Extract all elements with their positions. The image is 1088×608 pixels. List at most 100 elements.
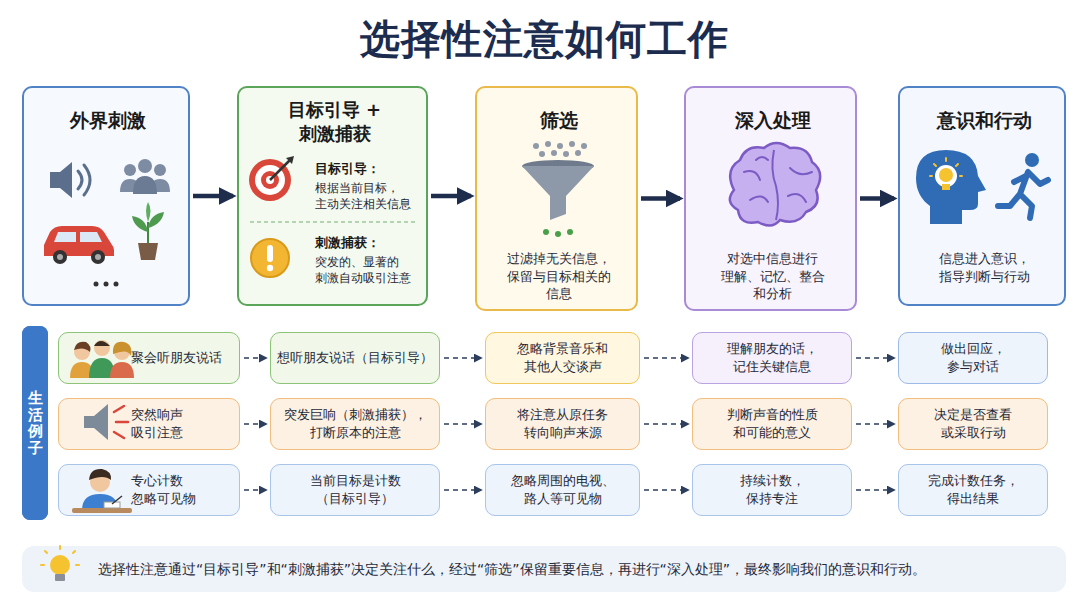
counting-boy-icon-part bbox=[112, 496, 122, 504]
example-box: 判断声音的性质 和可能的意义 bbox=[692, 398, 852, 450]
people-icon-part bbox=[124, 164, 136, 176]
funnel-icon-part-part bbox=[575, 150, 581, 156]
stage-box: 意识和行动信息进入意识， 指导判断与行动 bbox=[898, 86, 1066, 306]
plant-icon-part bbox=[132, 216, 148, 232]
stage-box: 深入处理对选中信息进行 理解、记忆、整合 和分析 bbox=[684, 86, 857, 311]
bulb-icon bbox=[41, 546, 79, 581]
dashed-arrow bbox=[244, 357, 266, 359]
friends-icon-part bbox=[94, 340, 110, 356]
runner-icon-part bbox=[1025, 153, 1039, 167]
example-box: 做出回应， 参与对话 bbox=[898, 332, 1048, 384]
funnel-icon-part-part bbox=[545, 141, 551, 147]
example-box: 当前目标是计数 （目标引导） bbox=[270, 464, 440, 516]
dashed-arrow bbox=[856, 423, 894, 425]
head-bulb-icon-part bbox=[939, 168, 953, 182]
funnel-icon-part-part bbox=[551, 150, 557, 156]
box-text: 当前目标是计数 （目标引导） bbox=[276, 472, 434, 507]
box-fill bbox=[485, 464, 640, 516]
box-text: 信息进入意识， 指导判断与行动 bbox=[924, 250, 1044, 285]
box-text: 将注意从原任务 转向响声来源 bbox=[503, 406, 623, 441]
friends-icon bbox=[70, 340, 134, 378]
box-fill bbox=[270, 464, 440, 516]
funnel-icon-part-part bbox=[581, 143, 587, 149]
counting-boy-icon-part bbox=[89, 469, 111, 480]
box-fill bbox=[58, 332, 240, 384]
funnel-icon-part bbox=[522, 166, 594, 220]
box-fill bbox=[58, 398, 240, 450]
funnel-icon bbox=[522, 141, 594, 237]
dashed-arrow bbox=[644, 489, 688, 491]
runner-icon-part bbox=[998, 172, 1048, 218]
dashed-arrow bbox=[444, 489, 481, 491]
box-fill bbox=[485, 332, 640, 384]
box-text: 专心计数 忽略可见物 bbox=[131, 472, 227, 507]
dashed-arrow bbox=[856, 357, 894, 359]
box-text: 持续计数， 保持专注 bbox=[716, 472, 828, 507]
box-fill bbox=[692, 398, 852, 450]
ellipsis-dots bbox=[94, 282, 119, 287]
box-text: 对选中信息进行 理解、记忆、整合 和分析 bbox=[713, 250, 833, 303]
speaker-icon-part bbox=[50, 162, 72, 198]
ellipsis-dots-part bbox=[94, 282, 99, 287]
brain-icon-part bbox=[730, 143, 820, 226]
stage-box: 筛选过滤掉无关信息， 保留与目标相关的 信息 bbox=[475, 86, 638, 311]
stage-box: 外界刺激 bbox=[22, 86, 190, 306]
loud-speaker-icon-part bbox=[114, 406, 128, 438]
alert-icon-part bbox=[267, 265, 273, 271]
dashed-arrow bbox=[444, 357, 481, 359]
ellipsis-dots-part bbox=[104, 282, 109, 287]
head-bulb-icon bbox=[916, 150, 986, 224]
target-icon-part bbox=[286, 156, 294, 164]
flow-arrow bbox=[641, 196, 680, 201]
box-text: 决定是否查看 或采取行动 bbox=[917, 406, 1029, 441]
alert-icon-part bbox=[251, 239, 289, 277]
box-heading: 筛选 bbox=[477, 108, 640, 134]
box-text: 完成计数任务， 得出结果 bbox=[917, 472, 1029, 507]
head-bulb-icon-part bbox=[930, 158, 962, 176]
box-text: 突然响声 吸引注意 bbox=[131, 406, 227, 441]
box-heading: 意识和行动 bbox=[900, 108, 1068, 134]
people-icon-part bbox=[133, 176, 157, 194]
people-icon-part bbox=[154, 164, 166, 176]
plant-icon-part bbox=[148, 212, 164, 228]
example-box: 持续计数， 保持专注 bbox=[692, 464, 852, 516]
box-fill bbox=[58, 464, 240, 516]
box-fill bbox=[485, 398, 640, 450]
example-box: 决定是否查看 或采取行动 bbox=[898, 398, 1048, 450]
dashed-arrow bbox=[244, 489, 266, 491]
box-fill bbox=[898, 398, 1048, 450]
funnel-icon-part-part bbox=[543, 229, 549, 235]
funnel-icon-part-part bbox=[539, 151, 545, 157]
people-icon-part bbox=[138, 159, 152, 173]
plant-icon bbox=[132, 202, 164, 260]
box-text: 根据当前目标， 主动关注相关信息 bbox=[315, 180, 423, 212]
example-box: 忽略背景音乐和 其他人交谈声 bbox=[485, 332, 640, 384]
bulb-icon-part bbox=[41, 546, 79, 565]
example-box: 将注意从原任务 转向响声来源 bbox=[485, 398, 640, 450]
box-heading: 深入处理 bbox=[686, 108, 859, 134]
separator-line bbox=[250, 221, 415, 223]
speaker-icon-part bbox=[84, 165, 90, 195]
car-icon-part bbox=[54, 232, 102, 242]
box-text: 理解朋友的话， 记住关键信息 bbox=[716, 340, 828, 375]
plant-icon-part bbox=[138, 243, 158, 260]
box-text: 聚会听朋友说话 bbox=[131, 349, 227, 367]
box-fill bbox=[692, 464, 852, 516]
box-text: 突发的、显著的 刺激自动吸引注意 bbox=[315, 254, 423, 286]
dashed-arrow bbox=[644, 423, 688, 425]
brain-icon-part bbox=[772, 150, 778, 220]
caption-text: 选择性注意通过“目标引导”和“刺激捕获”决定关注什么，经过“筛选”保留重要信息，… bbox=[98, 560, 1048, 580]
box-text: 过滤掉无关信息， 保留与目标相关的 信息 bbox=[499, 250, 619, 303]
funnel-icon-part-part bbox=[557, 143, 563, 149]
target-icon-part bbox=[249, 159, 291, 201]
plant-icon-part bbox=[146, 202, 151, 222]
car-icon-part bbox=[53, 250, 67, 264]
flow-arrow bbox=[860, 196, 894, 201]
funnel-icon-part-part bbox=[567, 229, 573, 235]
box-text: 忽略背景音乐和 其他人交谈声 bbox=[503, 340, 623, 375]
counting-boy-icon-part bbox=[72, 508, 132, 513]
speaker-icon bbox=[50, 162, 90, 198]
box-text: 刺激捕获： bbox=[315, 234, 423, 252]
